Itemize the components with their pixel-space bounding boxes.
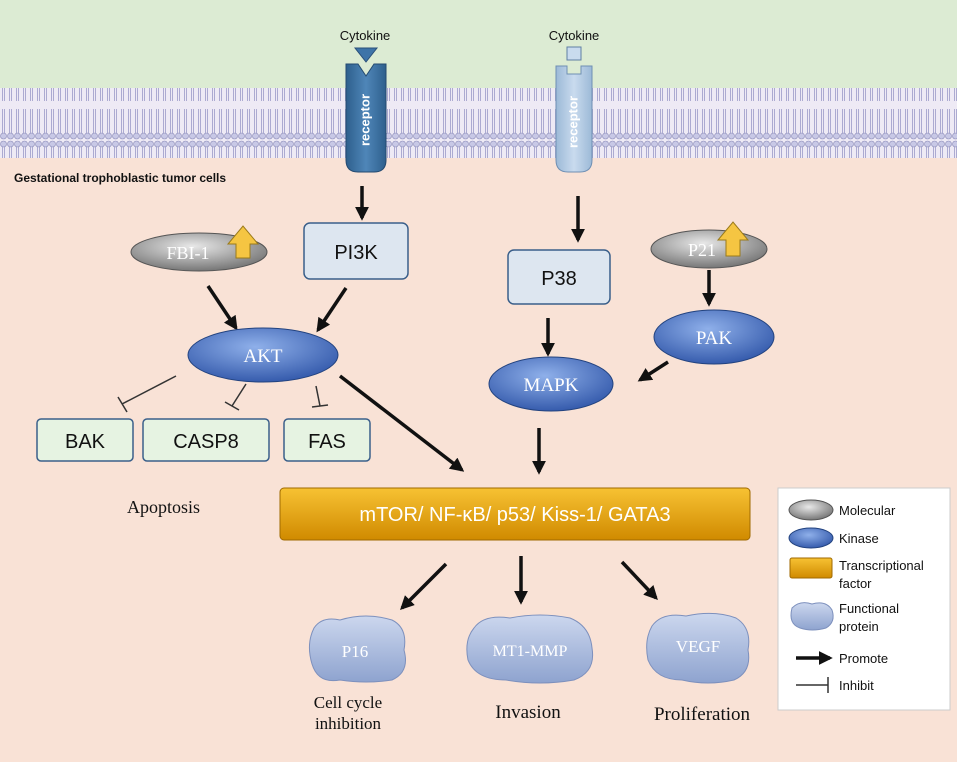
inhibit-akt-bak xyxy=(121,375,177,405)
cell-cycle-label-line2: inhibition xyxy=(315,714,382,733)
mapk-label: MAPK xyxy=(524,375,579,396)
transcription-factor-node xyxy=(279,487,751,541)
legend-fp-swatch xyxy=(790,602,834,631)
bak-node xyxy=(36,418,134,462)
legend-molecular-label: Molecular xyxy=(839,503,896,518)
fbi1-up-arrow-icon xyxy=(226,225,260,259)
mt1mmp-label: MT1-MMP xyxy=(493,643,568,660)
fas-label: FAS xyxy=(308,431,346,453)
left-cytokine-label: Cytokine xyxy=(340,28,391,43)
p38-label: P38 xyxy=(541,268,577,290)
arrow-akt-tf xyxy=(338,374,465,472)
legend-fp-label-line1: Functional xyxy=(839,601,899,616)
inhibit-akt-casp8 xyxy=(231,383,247,407)
p16-node xyxy=(308,615,406,683)
casp8-label: CASP8 xyxy=(173,431,239,453)
right-cytokine-label: Cytokine xyxy=(549,28,600,43)
legend-fp-label-line2: protein xyxy=(839,619,879,634)
left-receptor xyxy=(345,63,387,173)
vegf-node xyxy=(646,612,750,684)
fbi1-label: FBI-1 xyxy=(166,243,209,263)
akt-label: AKT xyxy=(243,346,282,367)
right-receptor-label: receptor xyxy=(565,96,580,148)
p16-label: P16 xyxy=(342,642,368,661)
arrow-fbi1-akt xyxy=(206,285,238,331)
p21-up-arrow-icon xyxy=(716,221,750,257)
pak-label: PAK xyxy=(696,328,733,349)
cell-membrane xyxy=(0,88,957,158)
bak-label: BAK xyxy=(65,431,106,453)
left-receptor-label: receptor xyxy=(357,94,372,146)
invasion-label: Invasion xyxy=(495,702,561,723)
legend-promote-label: Promote xyxy=(839,651,888,666)
arrow-tf-vegf xyxy=(620,560,658,601)
pi3k-node xyxy=(303,222,409,280)
mapk-node xyxy=(488,356,614,412)
left-cytokine-ligand xyxy=(353,47,379,63)
p21-label: P21 xyxy=(688,240,716,260)
legend-tf-label-line1: Transcriptional xyxy=(839,558,924,573)
fas-node xyxy=(283,418,371,462)
extracellular-region xyxy=(0,0,957,100)
pak-node xyxy=(653,309,775,365)
proliferation-label: Proliferation xyxy=(654,704,751,725)
right-receptor xyxy=(555,65,593,173)
pi3k-label: PI3K xyxy=(334,242,378,264)
akt-node xyxy=(187,327,339,383)
mt1mmp-node xyxy=(466,614,594,684)
inhibit-akt-fas xyxy=(315,385,321,407)
arrow-pak-mapk xyxy=(637,360,669,382)
legend-tf-swatch xyxy=(789,557,833,579)
arrow-tf-p16 xyxy=(400,562,448,610)
cell-type-label: Gestational trophoblastic tumor cells xyxy=(14,171,226,185)
legend-box xyxy=(777,487,951,711)
inhibit-lines xyxy=(117,375,329,413)
arrow-pi3k-akt xyxy=(316,287,348,333)
transcription-factor-label: mTOR/ NF-κB/ p53/ Kiss-1/ GATA3 xyxy=(359,504,670,526)
p38-node xyxy=(507,249,611,305)
legend-molecular-swatch xyxy=(788,499,834,521)
vegf-label: VEGF xyxy=(676,637,720,656)
promote-arrows xyxy=(206,186,716,610)
legend-kinase-label: Kinase xyxy=(839,531,879,546)
legend: Molecular Kinase Transcriptional factor … xyxy=(777,487,951,711)
right-cytokine-ligand xyxy=(566,46,582,61)
legend-inhibit-label: Inhibit xyxy=(839,678,874,693)
legend-kinase-swatch xyxy=(788,527,834,549)
apoptosis-label: Apoptosis xyxy=(127,497,200,517)
legend-tf-label-line2: factor xyxy=(839,576,872,591)
casp8-node xyxy=(142,418,270,462)
cell-cycle-label-line1: Cell cycle xyxy=(314,693,382,712)
